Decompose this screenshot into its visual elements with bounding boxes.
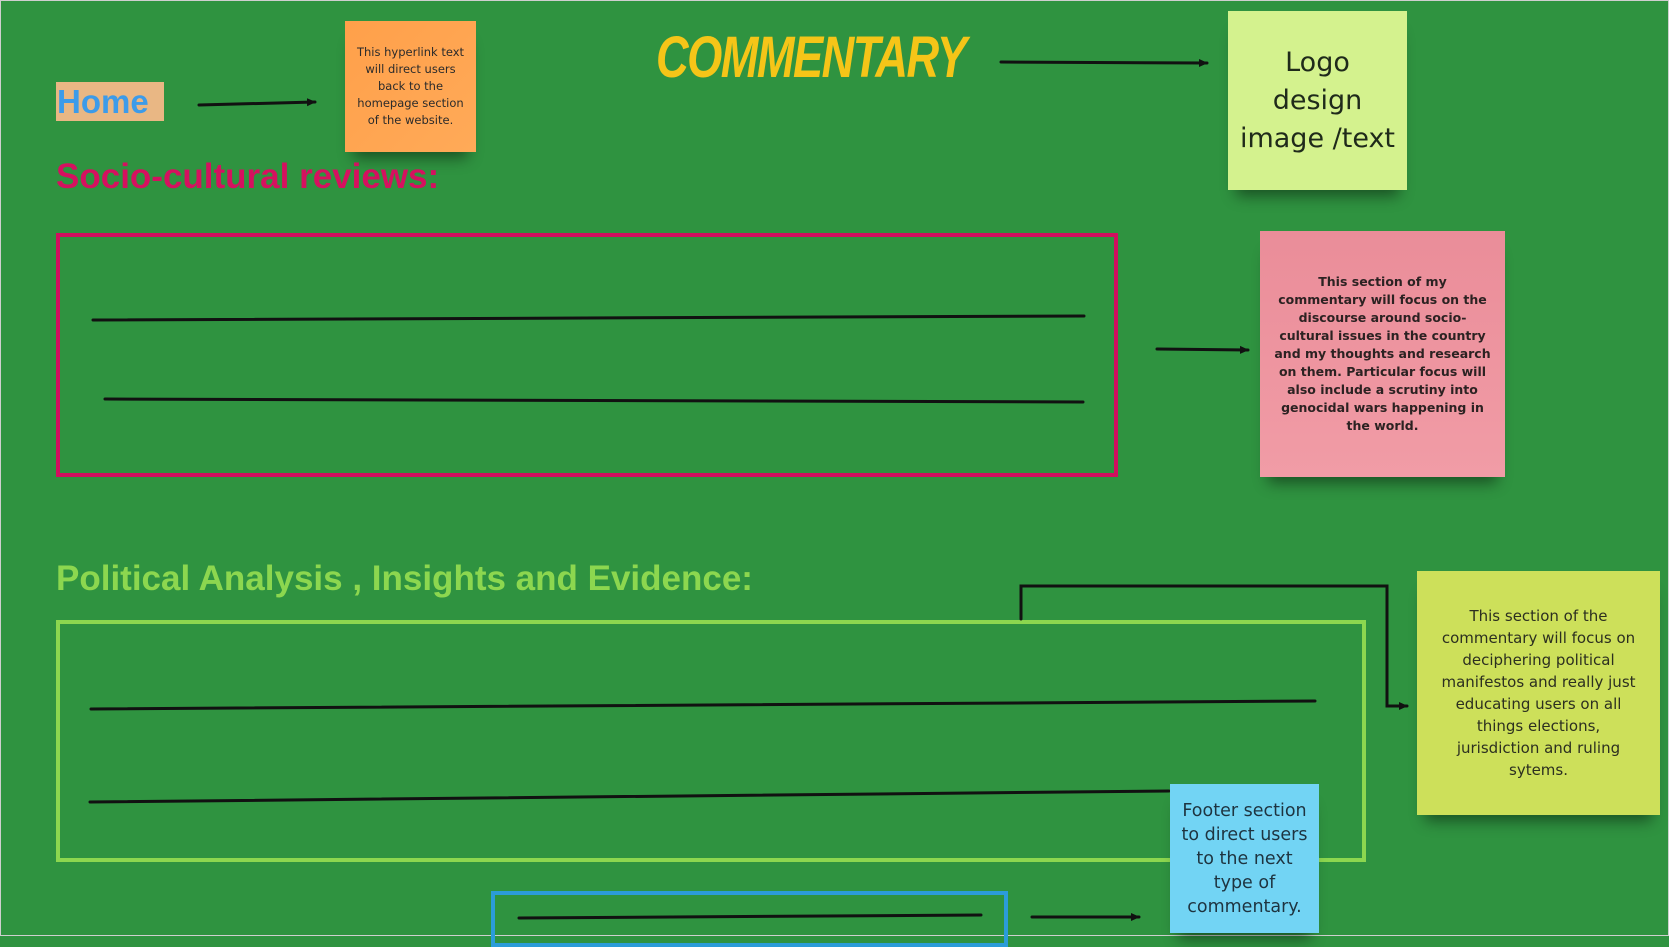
arrow-home-to-note <box>197 98 317 107</box>
arrow-socio-to-note <box>1155 345 1250 354</box>
home-link[interactable]: Home <box>56 82 164 121</box>
sticky-note-home-description[interactable]: This hyperlink text will direct users ba… <box>345 21 476 152</box>
footer-content-box[interactable] <box>491 891 1008 947</box>
section-heading-political: Political Analysis , Insights and Eviden… <box>56 559 753 598</box>
sticky-note-footer-description[interactable]: Footer section to direct users to the ne… <box>1170 784 1319 933</box>
page-title: COMMENTARY <box>656 25 967 90</box>
section-heading-socio-cultural: Socio-cultural reviews: <box>56 157 440 196</box>
sticky-note-text: Logo design image /text <box>1239 46 1396 154</box>
sticky-note-political-description[interactable]: This section of the commentary will focu… <box>1417 571 1660 815</box>
sticky-note-text: This hyperlink text will direct users ba… <box>356 45 465 127</box>
political-content-box[interactable] <box>56 620 1366 862</box>
sticky-note-text: This section of the commentary will focu… <box>1441 607 1636 779</box>
sticky-note-text: Footer section to direct users to the ne… <box>1181 800 1308 917</box>
socio-cultural-content-box[interactable] <box>56 233 1118 477</box>
sticky-note-logo[interactable]: Logo design image /text <box>1228 11 1407 190</box>
sticky-note-text: This section of my commentary will focus… <box>1274 274 1491 433</box>
arrow-title-to-logo <box>999 58 1209 67</box>
sticky-note-socio-description[interactable]: This section of my commentary will focus… <box>1260 231 1505 477</box>
